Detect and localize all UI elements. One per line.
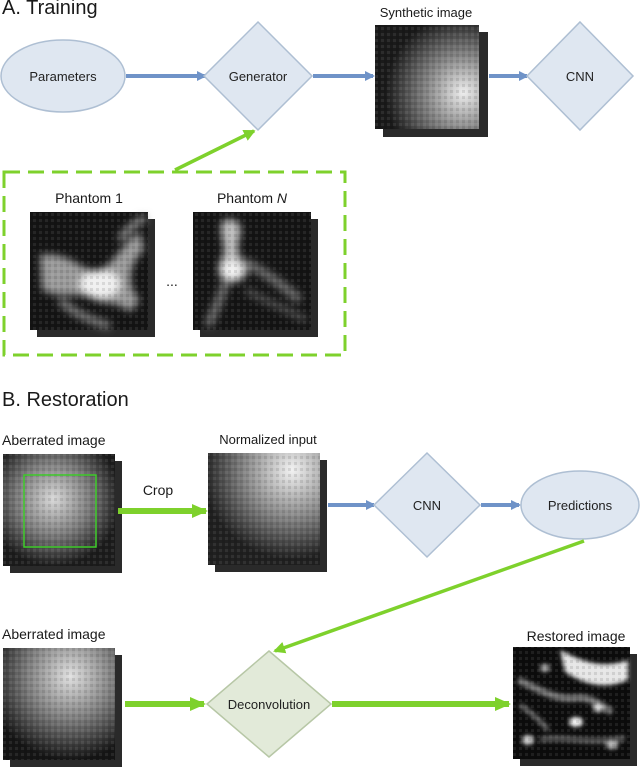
- restored-image-label: Restored image: [527, 628, 626, 644]
- cnn-label-restoration: CNN: [413, 498, 441, 513]
- parameters-label: Parameters: [29, 69, 97, 84]
- deconvolution-label: Deconvolution: [228, 697, 310, 712]
- deconvolution-node: Deconvolution: [205, 650, 333, 758]
- synthetic-image: [375, 25, 488, 137]
- parameters-node: Parameters: [0, 39, 126, 113]
- predictions-node: Predictions: [520, 470, 640, 540]
- phantom-n-image: [193, 212, 318, 337]
- phantom-1-label: Phantom 1: [55, 190, 123, 206]
- arrow-phantoms-to-generator: [174, 129, 256, 172]
- arrow-predictions-to-deconvolution: [273, 539, 585, 654]
- aberrated-image-top-label: Aberrated image: [2, 432, 106, 448]
- phantom-ellipsis: ...: [166, 273, 178, 289]
- generator-node: Generator: [202, 20, 314, 132]
- aberrated-image-bottom-label: Aberrated image: [2, 626, 106, 642]
- normalized-input-label: Normalized input: [219, 432, 317, 447]
- phantom-n-label: Phantom N: [217, 190, 288, 206]
- restored-image: [513, 647, 637, 766]
- phantom-1-image: [30, 212, 155, 337]
- crop-region-box: [23, 474, 97, 548]
- generator-label: Generator: [229, 69, 288, 84]
- training-title: A. Training: [2, 0, 98, 19]
- synthetic-image-label: Synthetic image: [380, 5, 473, 20]
- cnn-node-restoration: CNN: [372, 451, 482, 559]
- predictions-label: Predictions: [548, 498, 613, 513]
- restoration-title: B. Restoration: [2, 389, 129, 411]
- normalized-input-image: [208, 453, 327, 572]
- crop-label: Crop: [143, 482, 174, 498]
- cnn-label-training: CNN: [566, 69, 594, 84]
- cnn-node-training: CNN: [525, 20, 635, 132]
- aberrated-image-bottom: [3, 648, 122, 767]
- phantom-group-box: [2, 170, 347, 357]
- aberrated-image-top: [3, 454, 122, 573]
